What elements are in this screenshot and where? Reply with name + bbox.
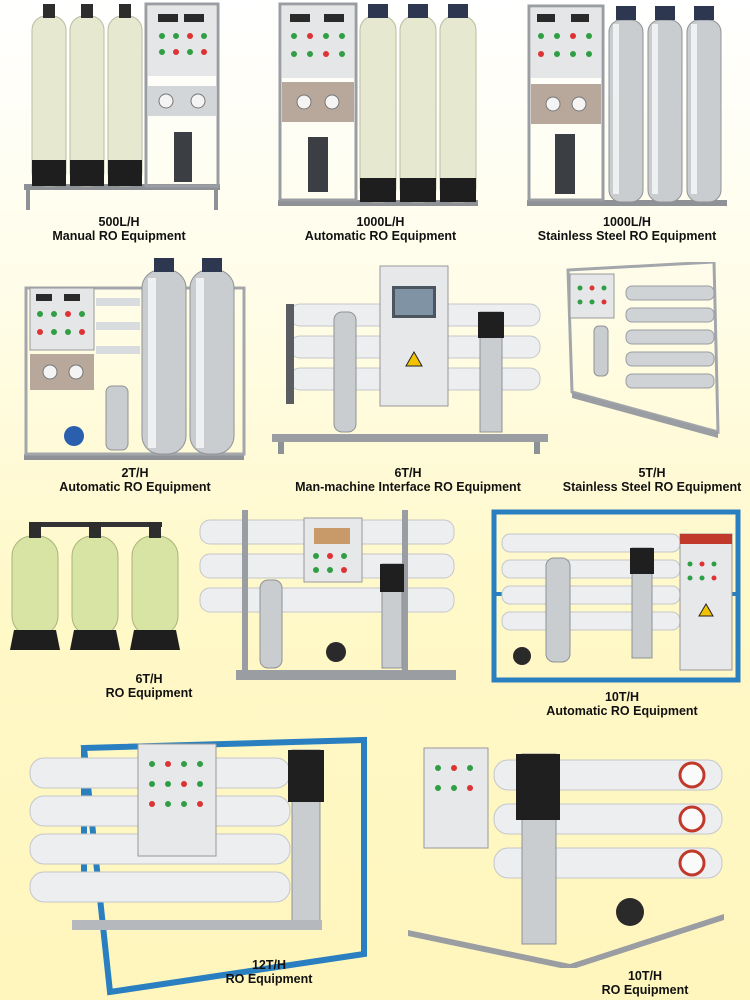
stainless-tank	[189, 258, 235, 455]
product-name: RO Equipment	[105, 686, 193, 700]
frp-tank	[359, 4, 397, 203]
product-name: Automatic RO Equipment	[546, 704, 698, 718]
ro-unit-image	[566, 262, 720, 438]
caption-product-9: 12T/H RO Equipment	[184, 958, 354, 986]
control-cabinet	[379, 265, 449, 407]
product-12th-ro	[12, 734, 372, 996]
frp-tank	[31, 4, 67, 187]
product-6th-hmi	[272, 264, 548, 458]
caption-product-1: 500L/H Manual RO Equipment	[24, 215, 214, 243]
product-name: Automatic RO Equipment	[304, 229, 457, 243]
product-name: RO Equipment	[225, 972, 313, 986]
ro-unit-image	[24, 2, 220, 210]
caption-product-3: 1000L/H Stainless Steel RO Equipment	[527, 215, 727, 243]
capacity-label: 1000L/H	[603, 215, 651, 229]
cartridge-filter	[333, 311, 357, 433]
frp-tank	[399, 4, 437, 203]
frp-tank	[130, 522, 180, 650]
frp-tank	[10, 522, 60, 650]
frp-tank	[69, 4, 105, 187]
caption-product-2: 1000L/H Automatic RO Equipment	[283, 215, 478, 243]
ro-unit-image	[491, 509, 741, 683]
membrane-housing-stack	[625, 285, 715, 389]
product-1000lh-automatic	[278, 2, 478, 218]
ro-unit-image	[408, 747, 724, 968]
control-cabinet	[29, 287, 95, 390]
caption-product-8: 10T/H Automatic RO Equipment	[522, 690, 722, 718]
caption-product-10: 10T/H RO Equipment	[570, 969, 720, 997]
product-name: Manual RO Equipment	[52, 229, 186, 243]
capacity-label: 10T/H	[604, 690, 640, 704]
ro-unit-image	[278, 2, 478, 206]
product-6th-membrane-unit	[196, 506, 458, 688]
caption-product-5: 6T/H Man-machine Interface RO Equipment	[283, 466, 533, 494]
frp-tank	[70, 522, 120, 650]
pump	[616, 898, 644, 926]
product-name: Automatic RO Equipment	[59, 480, 211, 494]
capacity-label: 500L/H	[98, 215, 140, 229]
ro-unit-image	[199, 510, 456, 680]
capacity-label: 6T/H	[135, 672, 163, 686]
membrane-housing-stack	[29, 757, 291, 903]
control-cabinet	[144, 2, 220, 188]
frp-tank	[107, 4, 143, 187]
control-cabinet	[679, 533, 733, 671]
control-cabinet	[303, 517, 363, 583]
cartridge-filter	[593, 325, 609, 377]
stainless-tank	[686, 6, 722, 203]
frp-tank	[439, 4, 477, 203]
ro-unit-image	[10, 522, 180, 650]
control-cabinet	[527, 4, 605, 202]
membrane-housing-stack	[96, 298, 140, 354]
warning-icon	[698, 603, 714, 617]
product-1000lh-stainless	[527, 4, 727, 214]
capacity-label: 6T/H	[394, 466, 422, 480]
product-name: RO Equipment	[601, 983, 689, 997]
caption-product-4: 2T/H Automatic RO Equipment	[40, 466, 230, 494]
capacity-label: 10T/H	[627, 969, 663, 983]
product-5th-stainless	[566, 262, 720, 462]
stainless-tank	[647, 6, 683, 203]
control-cabinet	[569, 273, 615, 319]
product-500lh-manual	[24, 2, 222, 214]
cartridge-filter	[105, 385, 129, 451]
ro-unit-image	[272, 265, 548, 454]
product-name: Stainless Steel RO Equipment	[537, 229, 717, 243]
product-2th-automatic	[24, 258, 246, 470]
capacity-label: 2T/H	[121, 466, 149, 480]
cartridge-filter	[545, 557, 571, 663]
ro-unit-image	[527, 4, 727, 206]
ro-unit-image	[29, 736, 367, 996]
product-10th-ro	[404, 734, 728, 968]
capacity-label: 5T/H	[638, 466, 666, 480]
control-cabinet	[278, 2, 358, 202]
caption-product-7: 6T/H RO Equipment	[64, 672, 234, 700]
product-name: Stainless Steel RO Equipment	[562, 480, 742, 494]
cartridge-filter	[259, 579, 283, 669]
product-10th-automatic	[490, 508, 742, 688]
caption-product-6: 5T/H Stainless Steel RO Equipment	[556, 466, 748, 494]
pump	[64, 426, 84, 446]
stainless-tank	[141, 258, 187, 455]
control-cabinet	[137, 743, 217, 857]
product-6th-frp-tanks	[8, 518, 184, 658]
pump	[326, 642, 346, 662]
capacity-label: 12T/H	[251, 958, 287, 972]
product-name: Man-machine Interface RO Equipment	[295, 480, 521, 494]
capacity-label: 1000L/H	[356, 215, 405, 229]
stainless-tank	[608, 6, 644, 203]
ro-unit-image	[24, 258, 246, 460]
pump	[513, 647, 531, 665]
warning-icon	[405, 350, 423, 367]
control-cabinet	[423, 747, 489, 849]
